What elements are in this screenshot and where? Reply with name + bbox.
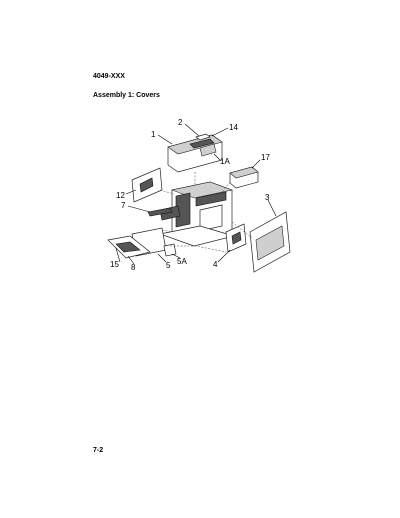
callout-3: 3 bbox=[265, 193, 270, 202]
callout-17: 17 bbox=[261, 153, 270, 162]
paper-tray-part bbox=[107, 235, 151, 259]
assembly-title: Assembly 1: Covers bbox=[93, 92, 160, 99]
right-side-cover-part bbox=[249, 211, 291, 273]
top-cover-part bbox=[167, 133, 223, 173]
callout-5a: 5A bbox=[177, 257, 187, 266]
callout-7: 7 bbox=[121, 201, 126, 210]
callout-15: 15 bbox=[110, 260, 119, 269]
callout-14: 14 bbox=[229, 123, 238, 132]
bracket-part bbox=[163, 243, 177, 257]
callout-2: 2 bbox=[178, 118, 183, 127]
left-panel-part bbox=[131, 167, 163, 203]
callout-1: 1 bbox=[151, 130, 156, 139]
callout-5: 5 bbox=[166, 261, 171, 270]
callout-12: 12 bbox=[116, 191, 125, 200]
guide-part bbox=[147, 207, 173, 217]
document-code: 4049-XXX bbox=[93, 73, 125, 80]
callout-1a: 1A bbox=[220, 157, 230, 166]
callout-8: 8 bbox=[131, 263, 136, 272]
right-top-cover-part bbox=[229, 166, 259, 189]
printer-body bbox=[159, 181, 234, 241]
callout-4: 4 bbox=[213, 260, 218, 269]
page-number: 7-2 bbox=[93, 447, 104, 454]
rear-door-part bbox=[225, 223, 247, 253]
